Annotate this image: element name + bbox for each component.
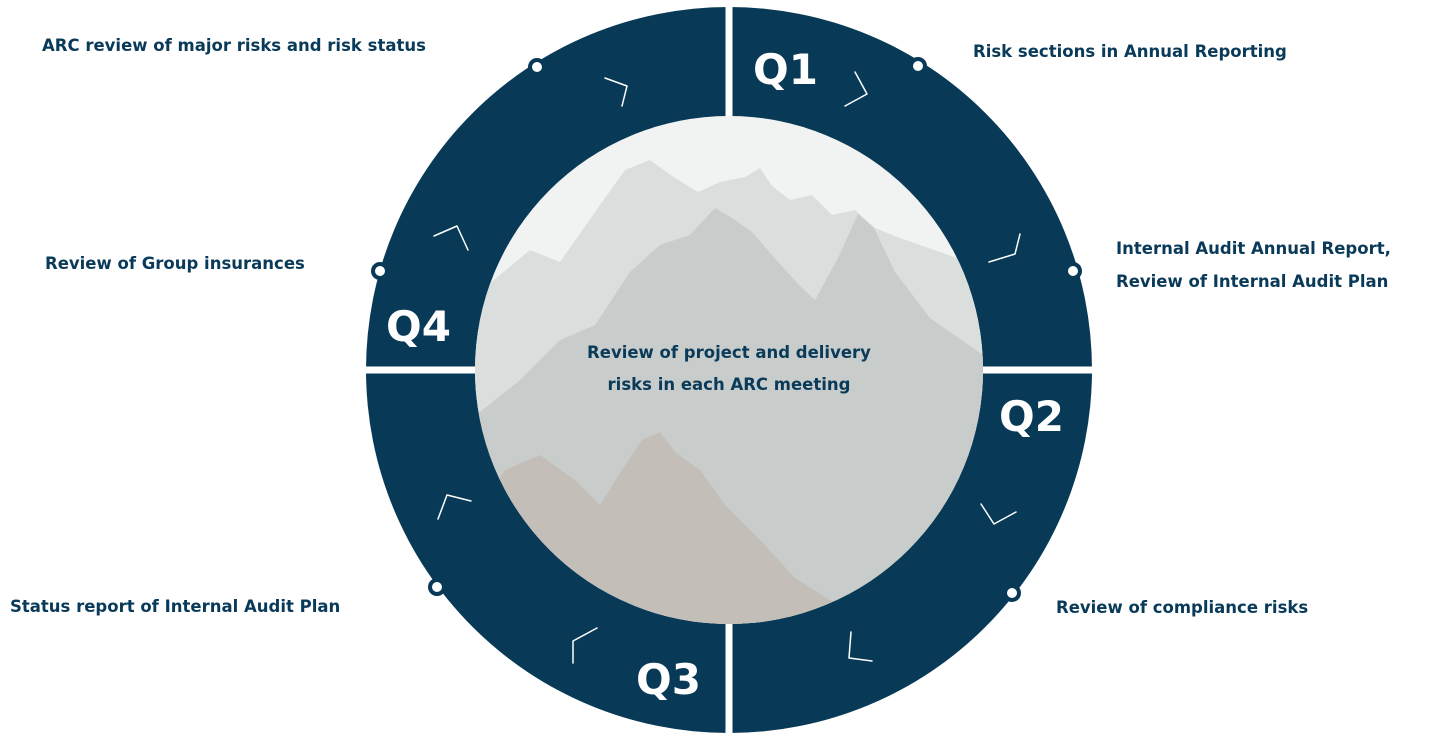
direction-chevron-icon [980, 503, 1017, 525]
milestone-dot-icon [1064, 262, 1082, 280]
milestone-dot-icon [909, 57, 927, 75]
event-label-arc-review: ARC review of major risks and risk statu… [42, 36, 426, 55]
quarter-label-q2: Q2 [999, 392, 1064, 441]
event-label-group-insurances: Review of Group insurances [45, 254, 305, 273]
direction-chevron-icon [572, 627, 598, 664]
event-label-status-report: Status report of Internal Audit Plan [10, 597, 341, 616]
direction-chevron-icon [844, 71, 868, 107]
milestone-dot-icon [528, 58, 546, 76]
quarter-label-q3: Q3 [636, 655, 701, 704]
event-label-compliance: Review of compliance risks [1056, 598, 1309, 617]
center-text-line-1: Review of project and delivery [587, 343, 871, 362]
milestone-dots [371, 57, 1082, 602]
mountain-landscape [475, 116, 983, 624]
milestone-dot-icon [371, 262, 389, 280]
event-label-internal-audit-line-2: Review of Internal Audit Plan [1116, 272, 1389, 291]
direction-chevrons [433, 71, 1021, 664]
quarter-labels: Q1 Q2 Q3 Q4 [386, 45, 1064, 704]
center-circle [475, 116, 983, 624]
center-text: Review of project and delivery risks in … [587, 343, 871, 394]
milestone-dot-icon [1003, 584, 1021, 602]
event-label-internal-audit-line-1: Internal Audit Annual Report, [1116, 239, 1391, 258]
direction-chevron-icon [433, 225, 469, 251]
direction-chevron-icon [437, 494, 472, 520]
event-label-risk-sections: Risk sections in Annual Reporting [973, 42, 1287, 61]
center-text-line-2: risks in each ARC meeting [608, 375, 851, 394]
quarter-label-q1: Q1 [753, 45, 818, 94]
direction-chevron-icon [988, 233, 1021, 263]
milestone-dot-icon [428, 578, 446, 596]
quarter-label-q4: Q4 [386, 302, 451, 351]
direction-chevron-icon [604, 77, 628, 107]
direction-chevron-icon [848, 631, 873, 662]
